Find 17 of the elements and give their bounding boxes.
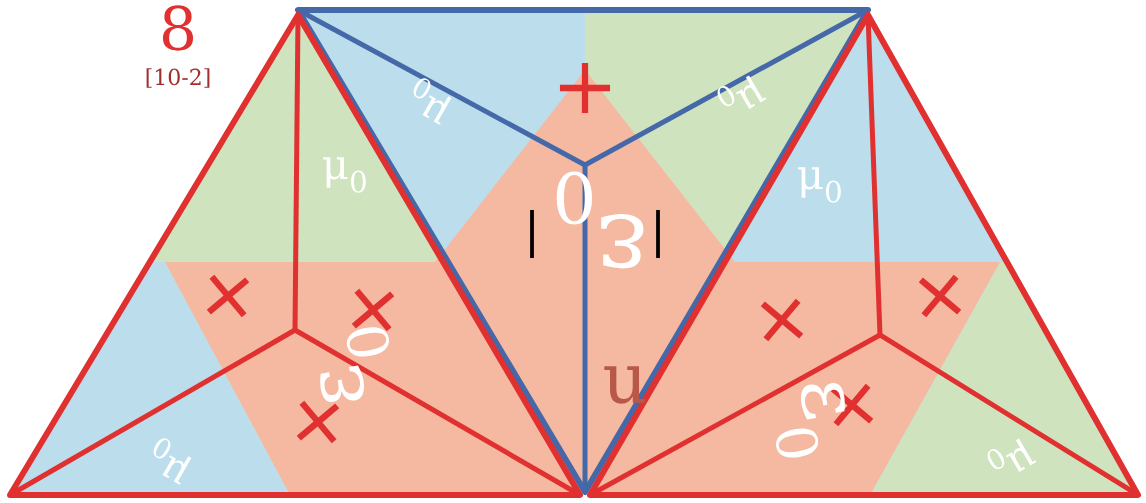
plus-sign: + — [206, 274, 250, 318]
symbol-label: μ$_{0}$ — [717, 75, 767, 109]
symbol-label: μ$_{0}$ — [153, 438, 192, 485]
symbol-label: μ$_{0}$ — [323, 157, 366, 193]
symbol-label: μ$_{0}$ — [798, 167, 841, 203]
symbol-label: u — [604, 366, 645, 404]
plus-sign: + — [296, 400, 340, 444]
figure-code: [10-2] — [146, 68, 210, 88]
figure-number: 8 — [162, 5, 194, 51]
symbol-label: μ$_{0}$ — [413, 78, 452, 125]
bar-sign: | — [530, 210, 534, 258]
plus-sign: + — [760, 298, 804, 342]
symbol-label: ε$_{0}$ — [556, 171, 644, 269]
plus-sign: + — [559, 62, 611, 114]
plus-sign: + — [918, 274, 962, 318]
bar-sign: | — [656, 210, 660, 258]
symbol-label: μ$_{0}$ — [987, 438, 1037, 472]
